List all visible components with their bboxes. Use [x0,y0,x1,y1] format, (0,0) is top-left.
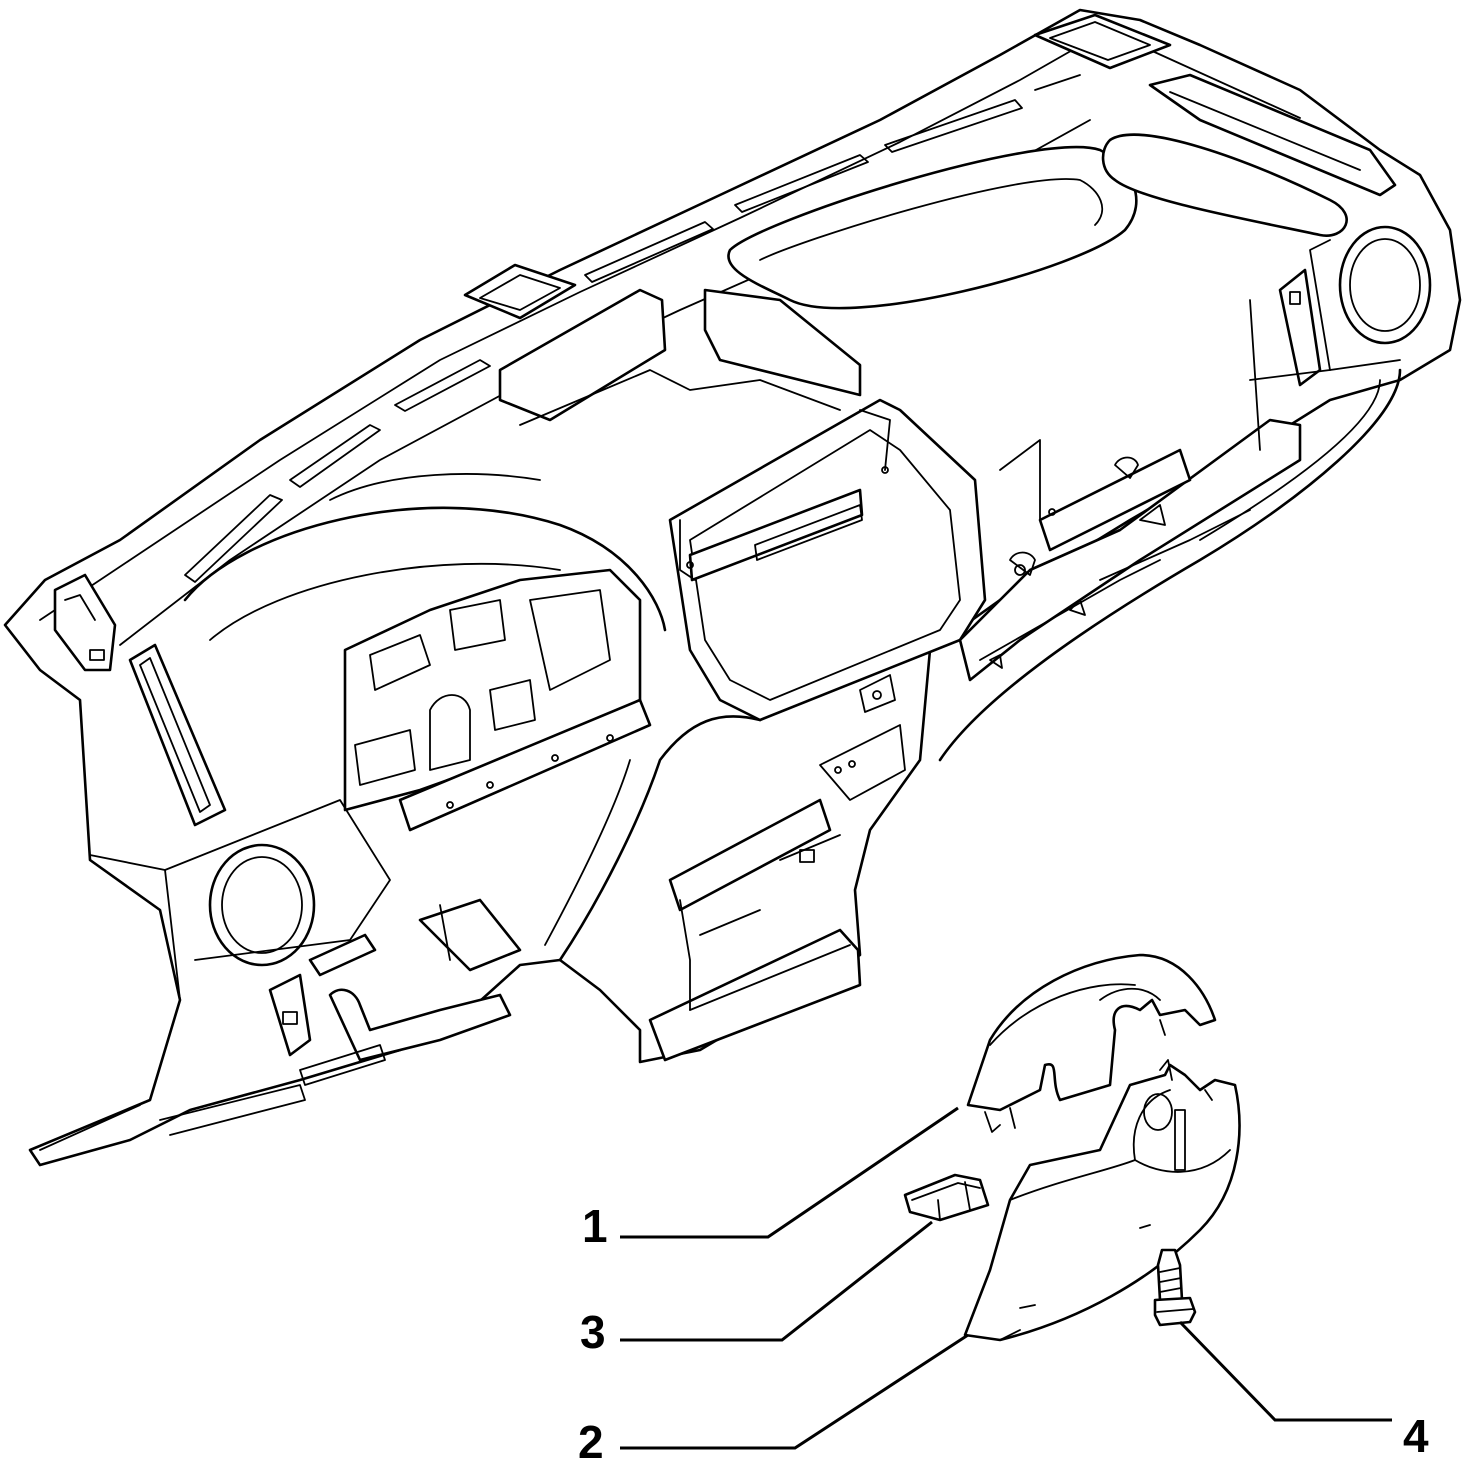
leader-1 [620,1106,959,1239]
callout-labels: 1 3 2 4 [578,1200,1429,1463]
part-1-upper-shroud [966,953,1217,1133]
callout-2: 2 [578,1416,604,1463]
part-4-screw [1153,1248,1197,1327]
callout-1: 1 [582,1200,608,1252]
callout-3: 3 [580,1306,606,1358]
leader-3 [620,1220,933,1342]
dashboard-assembly [3,8,1462,1167]
part-3-spring-clip [903,1173,990,1222]
leader-4 [1178,1320,1392,1422]
callout-4: 4 [1403,1410,1429,1462]
part-2-lower-shroud [963,1059,1241,1342]
leader-2 [620,1333,969,1450]
leader-lines [620,1106,1392,1450]
